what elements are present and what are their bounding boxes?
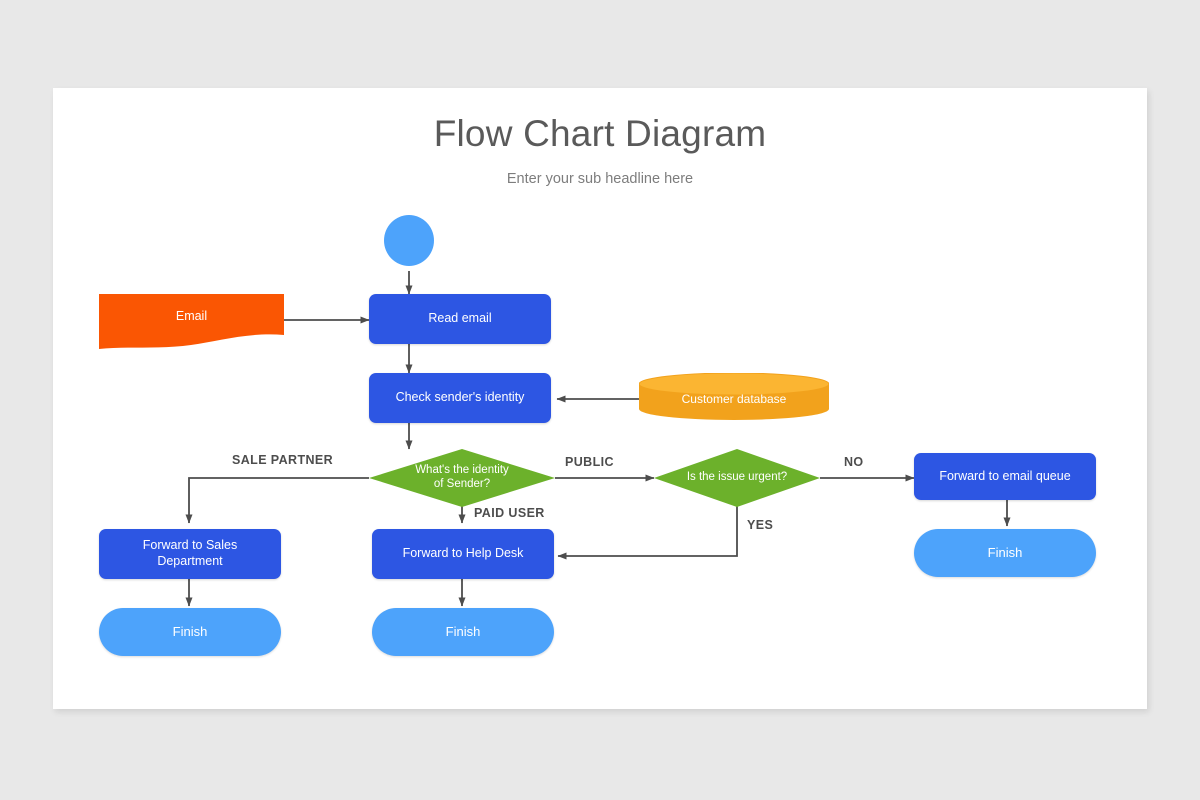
edge-urgent-question-to-forward-helpdesk [557,506,738,560]
edge-label-yes: YES [747,518,774,532]
database-cylinder-icon [639,373,829,420]
edge-identity-question-to-forward-sales [185,477,369,524]
node-read-email[interactable]: Read email [369,294,551,344]
page-title: Flow Chart Diagram [433,113,767,154]
node-decision-sender-identity-label: What's the identity of Sender? [389,464,534,492]
slide-canvas: Flow Chart Diagram Enter your sub headli… [53,88,1147,709]
node-decision-sender-identity-line1: What's the identity [415,464,509,477]
node-finish-queue-label: Finish [987,544,1023,560]
node-forward-sales-department[interactable]: Forward to Sales Department [99,529,281,579]
node-customer-database[interactable]: Customer database [639,373,829,420]
page-subtitle: Enter your sub headline here [506,171,694,187]
diamond-shape-icon [369,449,555,507]
diamond-shape-icon [654,449,820,507]
node-forward-sales-department-line2: Department [157,554,223,568]
node-read-email-label: Read email [428,311,492,326]
document-shape-icon [99,294,284,349]
node-forward-sales-department-label: Forward to Sales Department [143,538,237,569]
node-finish-help-desk-label: Finish [445,623,481,639]
edge-label-sale-partner: SALE PARTNER [232,453,334,467]
node-forward-email-queue-label: Forward to email queue [939,468,1071,483]
node-finish-sales-label: Finish [172,623,208,639]
node-email-document[interactable]: Email [99,294,284,349]
node-decision-sender-identity-line2: of Sender? [433,478,491,490]
edge-label-public: PUBLIC [565,455,614,469]
node-start-circle[interactable] [384,215,434,266]
node-customer-database-label: Customer database [681,392,787,406]
edge-label-no: NO [844,455,864,469]
node-finish-sales[interactable]: Finish [99,608,281,656]
node-check-sender-identity-label: Check sender's identity [395,390,525,405]
node-decision-sender-identity[interactable]: What's the identity of Sender? [369,449,555,507]
node-finish-queue[interactable]: Finish [914,529,1096,577]
node-forward-help-desk-label: Forward to Help Desk [402,546,524,561]
node-finish-help-desk[interactable]: Finish [372,608,554,656]
node-forward-sales-department-line1: Forward to Sales [142,538,238,553]
edge-label-paid-user: PAID USER [474,506,545,520]
node-check-sender-identity[interactable]: Check sender's identity [369,373,551,423]
node-decision-issue-urgent[interactable]: Is the issue urgent? [654,449,820,507]
node-forward-help-desk[interactable]: Forward to Help Desk [372,529,554,579]
node-forward-email-queue[interactable]: Forward to email queue [914,453,1096,500]
node-decision-issue-urgent-label: Is the issue urgent? [686,471,788,484]
node-email-label: Email [175,309,208,324]
